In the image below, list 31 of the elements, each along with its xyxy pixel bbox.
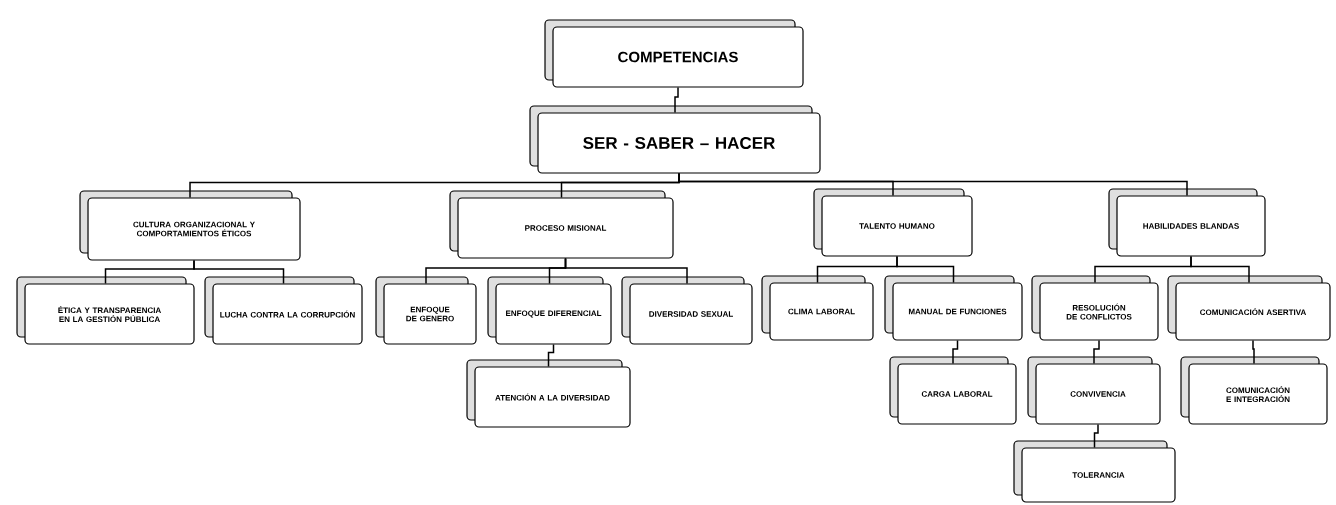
stacked-box: COMPETENCIAS (544, 19, 804, 88)
stacked-box: TOLERANCIA (1013, 440, 1176, 503)
connector-line (1252, 339, 1255, 365)
stacked-box: SER - SABER – HACER (529, 105, 821, 174)
stacked-box: PROCESO MISIONAL (449, 190, 674, 259)
stacked-box: CULTURA ORGANIZACIONAL Y COMPORTAMIENTOS ÉTICOS (79, 190, 301, 261)
connector-line (1093, 423, 1099, 449)
stacked-box: CONVIVENCIA (1027, 356, 1161, 425)
stacked-box: ÉTICA Y TRANSPARENCIA EN LA GESTIÓN PÚBLICA (16, 276, 195, 345)
connector-line (896, 255, 955, 284)
stacked-box: TALENTO HUMANO (813, 188, 973, 257)
connector-line (1093, 339, 1100, 365)
connector-line (564, 257, 688, 285)
connector-line (1190, 255, 1250, 284)
connector-line (193, 259, 285, 285)
stacked-box: DIVERSIDAD SEXUAL (621, 276, 753, 345)
stacked-box: ENFOQUE DIFERENCIAL (487, 276, 612, 345)
stacked-box: ENFOQUE DE GENERO (375, 276, 477, 345)
stacked-box: CLIMA LABORAL (761, 275, 874, 341)
stacked-box: CARGA LABORAL (889, 356, 1017, 425)
stacked-box: COMUNICACIÓN E INTEGRACIÓN (1180, 356, 1328, 425)
stacked-box: ATENCIÓN A LA DIVERSIDAD (466, 359, 631, 428)
stacked-box: LUCHA CONTRA LA CORRUPCIÓN (204, 276, 363, 345)
connector-line (678, 172, 1188, 197)
stacked-box: COMUNICACIÓN ASERTIVA (1167, 275, 1331, 341)
connector-line (952, 339, 959, 365)
stacked-box: MANUAL DE FUNCIONES (884, 275, 1023, 341)
connector-line (547, 343, 555, 368)
connector-line (674, 86, 679, 114)
stacked-box: HABILIDADES BLANDAS (1108, 188, 1266, 257)
stacked-box: RESOLUCIÓN DE CONFLICTOS (1031, 275, 1159, 341)
